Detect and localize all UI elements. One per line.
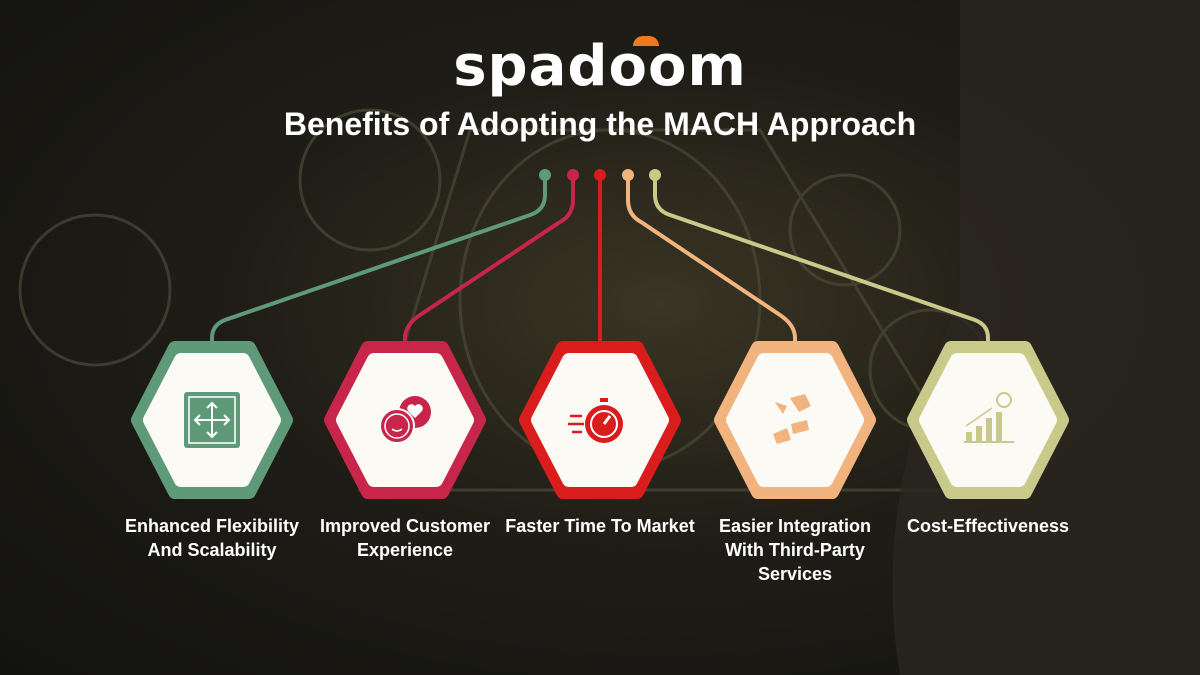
page-title: Benefits of Adopting the MACH Approach — [283, 106, 917, 142]
puzzle-hands-icon — [773, 394, 811, 444]
chat-heart-icon — [379, 396, 431, 444]
benefit-hexagon — [907, 341, 1069, 499]
benefit-label: Improved Customer Experience — [319, 516, 491, 560]
connector-dot — [567, 169, 579, 181]
benefit-hexagon — [131, 341, 293, 499]
connector-2 — [403, 175, 575, 348]
logo-accent — [633, 36, 659, 46]
connector-dot — [649, 169, 661, 181]
stopwatch-icon — [568, 398, 623, 443]
connector-dot — [594, 169, 606, 181]
benefit-hexagon — [519, 341, 681, 499]
connector-dot — [539, 169, 551, 181]
connector-4 — [626, 175, 797, 348]
benefit-label: Faster Time To Market — [505, 516, 695, 536]
spadoom-logo: spadoom — [453, 34, 747, 99]
growth-chart-icon — [964, 392, 1014, 443]
benefit-label: Cost-Effectiveness — [906, 516, 1070, 536]
move-arrows-icon — [184, 392, 240, 448]
benefit-hexagon — [714, 341, 876, 499]
connector-1 — [210, 175, 547, 348]
benefit-label: Enhanced Flexibility And Scalability — [124, 516, 300, 560]
connector-dot — [622, 169, 634, 181]
benefit-label: Easier Integration With Third-Party Serv… — [718, 516, 872, 584]
connector-5 — [653, 175, 990, 348]
benefit-hexagon — [324, 341, 486, 499]
